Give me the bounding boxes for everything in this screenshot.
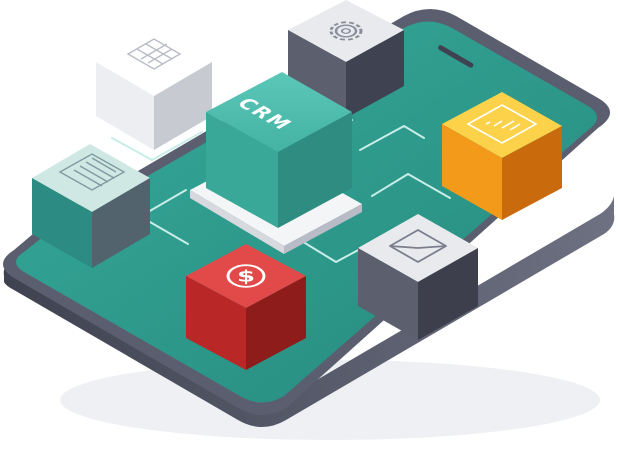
svg-text:$: $ [237,268,255,286]
document-lines-icon [58,153,126,191]
envelope-icon [389,229,447,263]
mail-block [358,214,478,340]
gear-icon [329,21,363,41]
phone-body-side [3,196,615,427]
phone-speaker [438,45,474,68]
bar-chart-icon [466,104,538,144]
calendar-block [96,28,212,150]
calendar-icon [126,38,182,70]
crm-hub-block: CRM [190,72,362,254]
analytics-block [442,92,562,220]
settings-block [288,0,404,118]
floor-shadow [60,360,600,440]
document-block [32,144,150,268]
dollar-coin-icon: $ [226,264,266,288]
finance-block: $ [186,244,306,370]
